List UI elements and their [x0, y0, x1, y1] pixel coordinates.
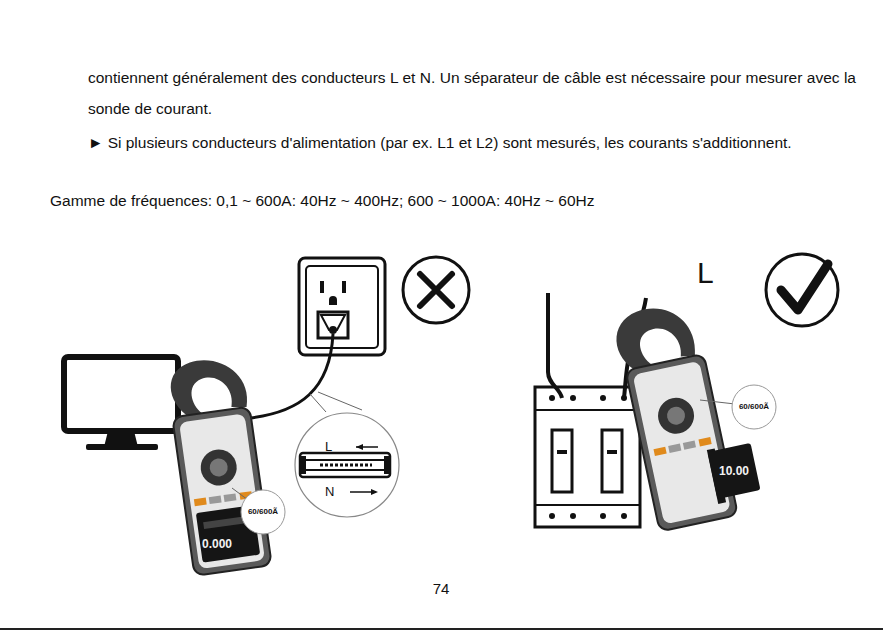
conductor-label: L	[325, 440, 332, 453]
line-label: L	[697, 258, 714, 288]
frequency-range: Gamme de fréquences: 0,1 ~ 600A: 40Hz ~ …	[50, 193, 595, 209]
bullet-paragraph: ► Si plusieurs conducteurs d'alimentatio…	[88, 125, 856, 161]
display-reading: 10.00	[719, 465, 749, 477]
range-callout: 60/600Ã	[739, 403, 769, 411]
body-paragraph: contiennent généralement des conducteurs…	[88, 62, 856, 124]
page-number: 74	[433, 581, 450, 596]
range-callout: 60/600Ã	[248, 508, 278, 516]
display-reading: 0.000	[202, 538, 232, 550]
conductor-label: N	[325, 485, 334, 498]
